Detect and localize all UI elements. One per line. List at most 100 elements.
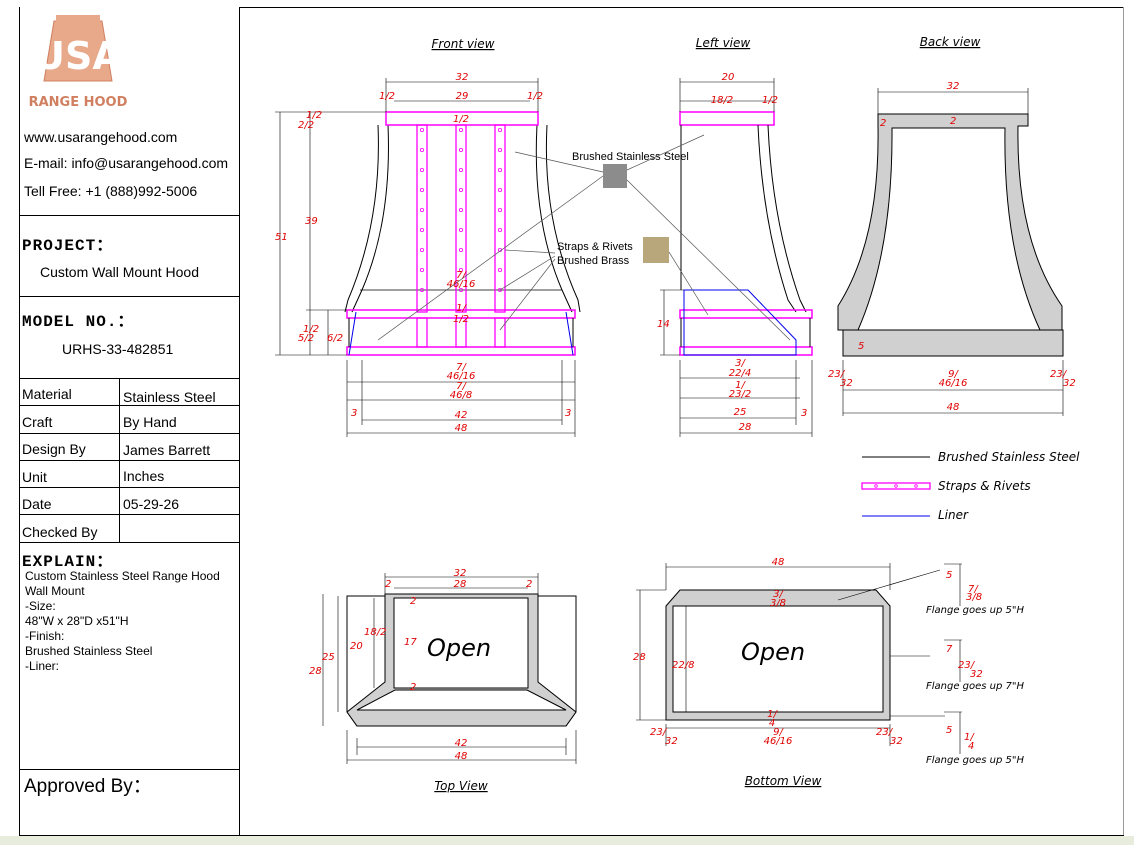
dim-label: 5/2 bbox=[298, 333, 314, 344]
approved-by-label: Approved By： bbox=[24, 776, 152, 797]
status-bar bbox=[0, 836, 1134, 845]
flange-note: Flange goes up 7"H bbox=[926, 681, 1025, 692]
divider bbox=[20, 514, 239, 515]
dim-label: 3/8 bbox=[966, 592, 982, 603]
website-text: www.usarangehood.com bbox=[24, 129, 178, 145]
dim-label: 5 bbox=[858, 341, 864, 352]
dim-label: 1/ bbox=[964, 732, 975, 743]
explain-line: -Liner: bbox=[25, 659, 60, 673]
dim-label: 46/16 bbox=[939, 378, 968, 389]
explain-line: -Size: bbox=[25, 599, 56, 613]
dim-label: 2 bbox=[880, 118, 886, 129]
dim-label: 32 bbox=[1063, 378, 1076, 389]
dim-label: 1/2 bbox=[527, 91, 543, 102]
top-view-title: Top View bbox=[434, 779, 488, 793]
top-open-label: Open bbox=[427, 634, 491, 662]
dim-label: 46/16 bbox=[447, 371, 476, 382]
divider bbox=[20, 542, 239, 543]
back-view: 32 2 2 5 23/ 32 9/ 46/16 23/ 32 48 bbox=[828, 81, 1076, 416]
legend-label: Liner bbox=[938, 508, 969, 522]
dim-label: 48 bbox=[455, 751, 468, 762]
dim-label: 32 bbox=[456, 72, 469, 83]
dim-label: 23/2 bbox=[729, 389, 751, 400]
technical-drawing: Front view Left view Back view Top View … bbox=[275, 35, 1080, 793]
dim-label: 14 bbox=[657, 319, 670, 330]
frame-border bbox=[1123, 7, 1124, 835]
back-view-title: Back view bbox=[920, 35, 981, 49]
dim-label: 18/2 bbox=[711, 95, 733, 106]
dim-label: 23/ bbox=[1050, 369, 1068, 380]
spec-value-design: James Barrett bbox=[123, 442, 211, 458]
divider bbox=[20, 487, 239, 488]
dim-label: 5 bbox=[946, 570, 952, 581]
explain-line: 48"W x 28"D x51"H bbox=[25, 614, 129, 628]
dim-label: 32 bbox=[454, 568, 467, 579]
dim-label: 7/ bbox=[456, 381, 467, 392]
logo-text: USA bbox=[34, 34, 122, 78]
frame-border bbox=[19, 835, 1124, 836]
dim-label: 39 bbox=[305, 216, 318, 227]
title-block: USA RANGE HOOD www.usarangehood.com E-ma… bbox=[19, 7, 240, 835]
dim-label: 25 bbox=[322, 652, 335, 663]
front-view-title: Front view bbox=[432, 37, 495, 51]
divider bbox=[20, 460, 239, 461]
dim-label: 28 bbox=[309, 666, 322, 677]
spec-key-unit: Unit bbox=[22, 469, 47, 485]
divider bbox=[20, 378, 239, 379]
dim-label: 32 bbox=[665, 736, 678, 747]
dim-label: 23/ bbox=[876, 727, 894, 738]
dim-label: 23/ bbox=[958, 660, 976, 671]
dim-label: 3 bbox=[351, 408, 357, 419]
dim-label: 2 bbox=[526, 579, 532, 590]
legend-label: Brushed Stainless Steel bbox=[938, 450, 1080, 464]
callout-straps: Straps & Rivets bbox=[557, 241, 633, 253]
dim-label: 42 bbox=[455, 738, 468, 749]
project-value: Custom Wall Mount Hood bbox=[40, 264, 199, 280]
dim-label: 23/ bbox=[650, 727, 668, 738]
flange-note: Flange goes up 5"H bbox=[926, 755, 1025, 766]
brass-swatch bbox=[643, 237, 669, 263]
dim-label: 1/ bbox=[735, 380, 746, 391]
dim-label: 5 bbox=[946, 725, 952, 736]
dim-label: 3 bbox=[801, 408, 807, 419]
dim-label: 1/2 bbox=[762, 95, 778, 106]
model-value: URHS-33-482851 bbox=[62, 341, 174, 357]
dim-label: 46/16 bbox=[447, 279, 476, 290]
spec-key-date: Date bbox=[22, 496, 52, 512]
dim-label: 1/ bbox=[767, 709, 778, 720]
explain-line: -Finish: bbox=[25, 629, 65, 643]
dim-label: 2 bbox=[410, 682, 416, 693]
dim-label: 20 bbox=[722, 72, 735, 83]
dim-label: 46/16 bbox=[764, 736, 793, 747]
email-text: E-mail: info@usarangehood.com bbox=[24, 155, 229, 171]
dim-label: 3/ bbox=[773, 589, 784, 600]
spec-key-checked: Checked By bbox=[22, 524, 98, 540]
material-callouts: Brushed Stainless Steel Straps & Rivets … bbox=[377, 134, 791, 341]
left-view-title: Left view bbox=[696, 36, 751, 50]
dim-label: 29 bbox=[456, 91, 469, 102]
dim-label: 32 bbox=[840, 378, 853, 389]
dim-label: 1/2 bbox=[303, 324, 319, 335]
spec-key-craft: Craft bbox=[22, 414, 53, 430]
dim-label: 3 bbox=[565, 408, 571, 419]
dim-label: 42 bbox=[455, 410, 468, 421]
divider bbox=[20, 215, 239, 216]
dim-label: 2/2 bbox=[298, 120, 314, 131]
dim-label: 1/2 bbox=[453, 114, 469, 125]
dim-label: 32 bbox=[947, 81, 960, 92]
divider bbox=[20, 769, 239, 770]
dim-label: 22/4 bbox=[729, 368, 751, 379]
dim-label: 7 bbox=[946, 644, 953, 655]
dim-label: 1/2 bbox=[379, 91, 395, 102]
divider bbox=[20, 433, 239, 434]
spec-value-unit: Inches bbox=[123, 468, 165, 484]
dim-label: 2 bbox=[410, 596, 416, 607]
dim-label: 28 bbox=[454, 579, 467, 590]
dim-label: 22/8 bbox=[672, 660, 694, 671]
project-label: PROJECT： bbox=[22, 237, 114, 255]
bottom-view: Open 48 3/ 3/8 28 22/8 1/ 4 9/ 46 bbox=[633, 557, 1025, 766]
dim-label: 28 bbox=[633, 652, 646, 663]
dim-label: 9/ bbox=[773, 727, 784, 738]
dim-label: 18/2 bbox=[364, 627, 386, 638]
